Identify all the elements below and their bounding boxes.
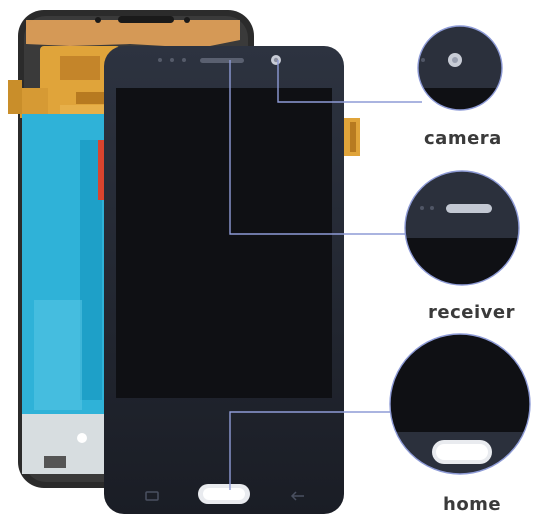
receiver-zoom-circle	[404, 170, 520, 286]
receiver-leader-line	[229, 60, 410, 235]
camera-label: camera	[424, 128, 502, 149]
front-display	[104, 46, 344, 514]
home-label: home	[443, 494, 502, 515]
callout-lines	[229, 60, 422, 490]
earpiece-slot	[200, 58, 244, 63]
home-zoom-circle	[389, 333, 531, 475]
recent-apps-icon	[145, 491, 159, 501]
back-key-icon	[290, 491, 304, 501]
receiver-label: receiver	[428, 302, 515, 323]
receiver-slot-icon	[446, 204, 492, 213]
camera-leader-line	[277, 60, 422, 103]
home-leader-line	[229, 411, 394, 490]
camera-zoom-circle	[417, 25, 503, 111]
